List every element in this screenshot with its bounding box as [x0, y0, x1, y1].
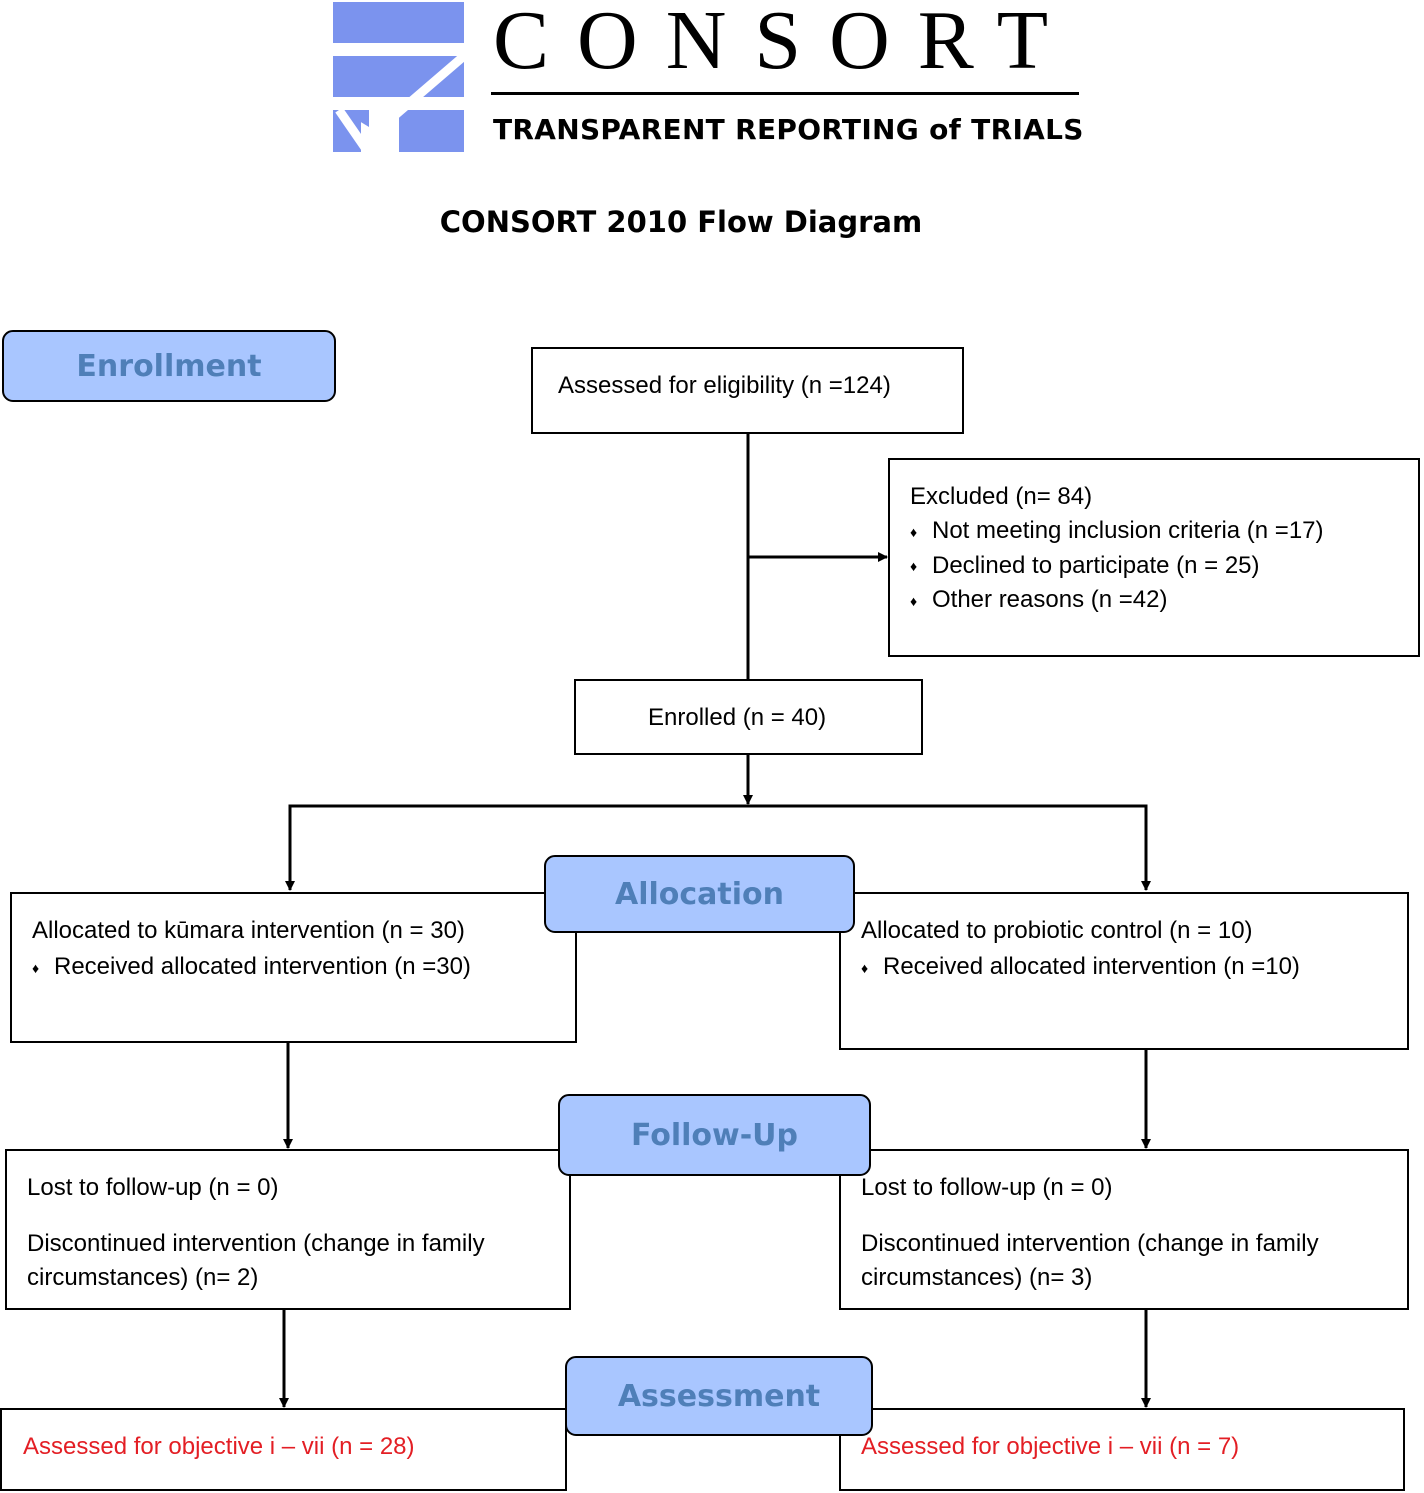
excluded-reason: ♦Declined to participate (n = 25)	[910, 549, 1324, 584]
right-followup-box: Lost to follow-up (n = 0) Discontinued i…	[839, 1149, 1409, 1310]
bullet-icon: ♦	[910, 523, 918, 540]
right-discontinued-line1: Discontinued intervention (change in fam…	[861, 1230, 1319, 1257]
left-discontinued-line1: Discontinued intervention (change in fam…	[27, 1230, 485, 1257]
stage-assessment: Assessment	[565, 1356, 873, 1436]
left-assessed-text: Assessed for objective i – vii (n = 28)	[23, 1433, 415, 1460]
logo-tagline: TRANSPARENT REPORTING of TRIALS	[493, 113, 1084, 146]
left-followup-box: Lost to follow-up (n = 0) Discontinued i…	[5, 1149, 571, 1310]
excluded-box: Excluded (n= 84) ♦Not meeting inclusion …	[888, 458, 1420, 657]
stage-follow-up: Follow-Up	[558, 1094, 871, 1176]
right-received-text: ♦Received allocated intervention (n =10)	[861, 950, 1300, 985]
bullet-icon: ♦	[861, 959, 869, 976]
logo-wordmark: CONSORT	[493, 0, 1077, 87]
excluded-reason: ♦Not meeting inclusion criteria (n =17)	[910, 514, 1324, 549]
eligibility-box: Assessed for eligibility (n =124)	[531, 347, 964, 434]
left-allocated-text: Allocated to kūmara intervention (n = 30…	[32, 917, 465, 944]
right-allocation-box: Allocated to probiotic control (n = 10) …	[839, 892, 1409, 1050]
enrolled-text: Enrolled (n = 40)	[648, 704, 827, 731]
right-allocated-text: Allocated to probiotic control (n = 10)	[861, 917, 1253, 944]
logo-divider	[491, 92, 1079, 95]
diagram-title: CONSORT 2010 Flow Diagram	[439, 205, 923, 239]
left-received-text: ♦Received allocated intervention (n =30)	[32, 950, 471, 985]
eligibility-text: Assessed for eligibility (n =124)	[558, 372, 891, 399]
right-discontinued-line2: circumstances) (n= 3)	[861, 1264, 1093, 1291]
consort-logo-icon	[333, 2, 464, 152]
right-assessment-box: Assessed for objective i – vii (n = 7)	[839, 1408, 1405, 1491]
stage-allocation-label: Allocation	[614, 876, 784, 912]
stage-assessment-label: Assessment	[617, 1378, 821, 1414]
right-assessed-text: Assessed for objective i – vii (n = 7)	[861, 1433, 1240, 1460]
right-lost-text: Lost to follow-up (n = 0)	[861, 1174, 1113, 1201]
bullet-icon: ♦	[910, 592, 918, 609]
left-lost-text: Lost to follow-up (n = 0)	[27, 1174, 279, 1201]
left-allocation-box: Allocated to kūmara intervention (n = 30…	[10, 892, 577, 1043]
enrolled-box: Enrolled (n = 40)	[574, 679, 923, 755]
stage-enrollment: Enrollment	[2, 330, 336, 402]
stage-allocation: Allocation	[544, 855, 855, 933]
excluded-heading: Excluded (n= 84)	[910, 483, 1093, 510]
stage-enrollment-label: Enrollment	[76, 348, 262, 384]
excluded-reason: ♦Other reasons (n =42)	[910, 583, 1324, 618]
left-assessment-box: Assessed for objective i – vii (n = 28)	[0, 1408, 567, 1491]
left-discontinued-line2: circumstances) (n= 2)	[27, 1264, 259, 1291]
bullet-icon: ♦	[32, 959, 40, 976]
stage-follow-up-label: Follow-Up	[630, 1117, 799, 1153]
bullet-icon: ♦	[910, 558, 918, 575]
